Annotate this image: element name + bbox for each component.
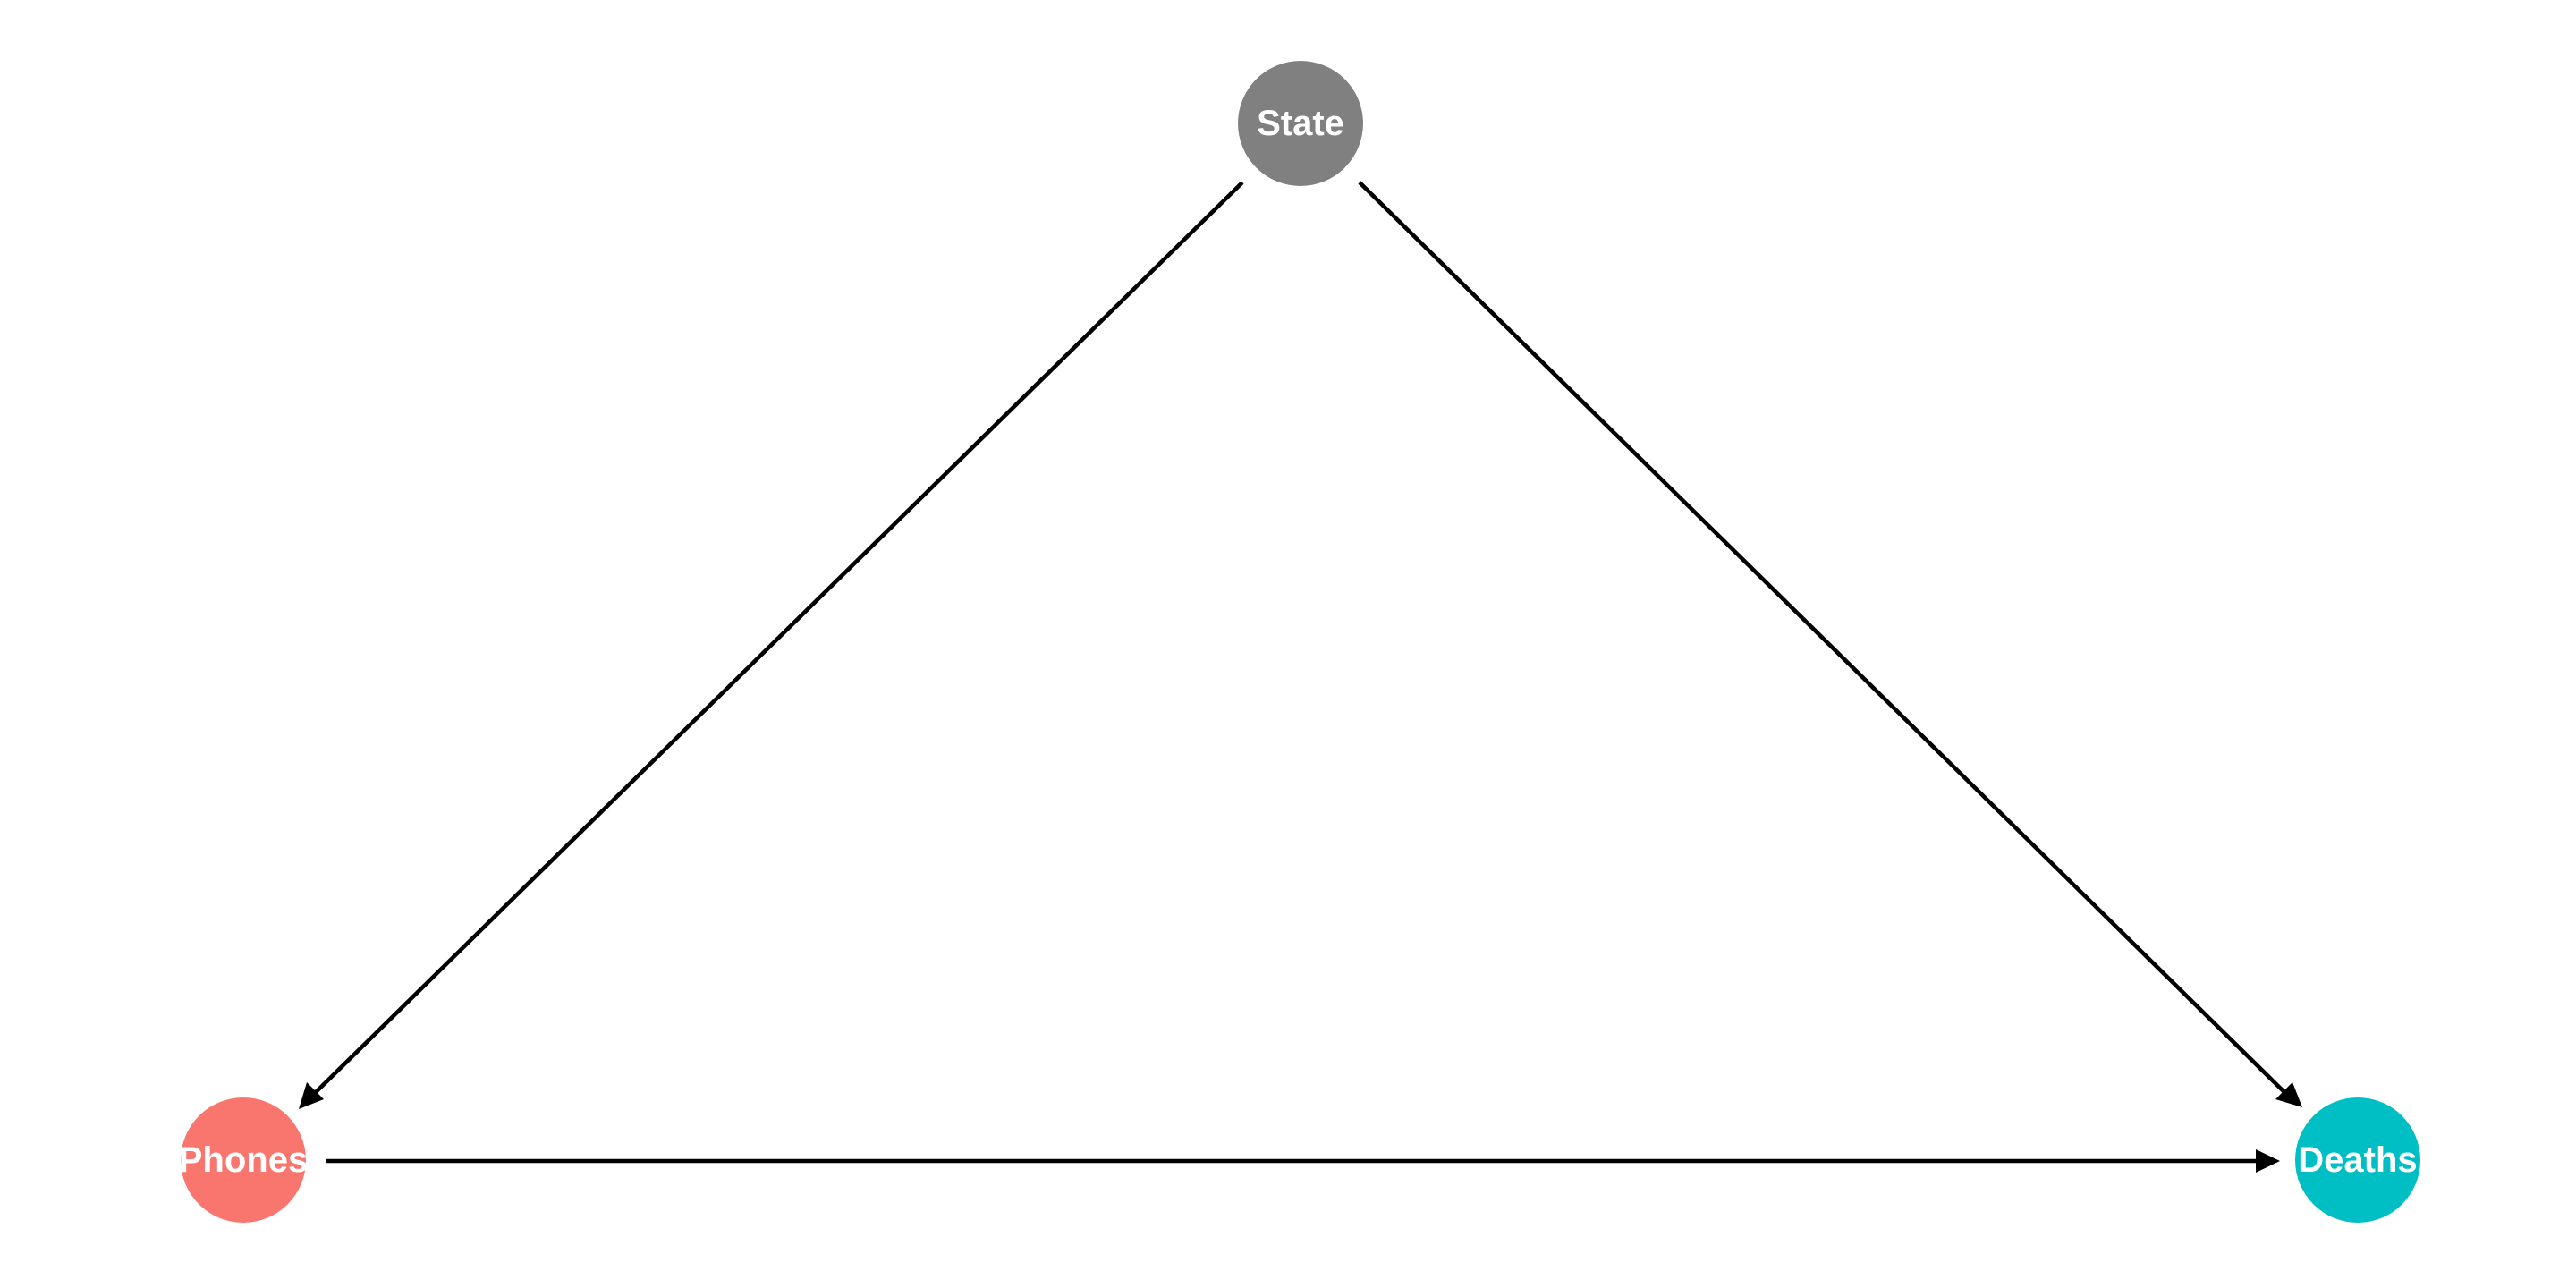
arrowhead-phones-to-deaths bbox=[2256, 1149, 2280, 1173]
node-state-label: State bbox=[1257, 104, 1344, 143]
node-state: State bbox=[1238, 61, 1363, 186]
arrowhead-state-to-phones bbox=[299, 1082, 324, 1109]
node-phones-label: Phones bbox=[179, 1140, 308, 1180]
edges bbox=[299, 181, 2302, 1173]
node-state-circle bbox=[1238, 61, 1363, 186]
node-deaths-circle bbox=[2295, 1097, 2420, 1223]
edge-state-to-deaths bbox=[1358, 181, 2290, 1097]
arrowhead-state-to-deaths bbox=[2275, 1082, 2302, 1107]
edge-state-to-phones bbox=[309, 181, 1244, 1099]
node-deaths-label: Deaths bbox=[2298, 1140, 2417, 1180]
node-phones-circle bbox=[181, 1097, 306, 1223]
node-deaths: Deaths bbox=[2295, 1097, 2420, 1223]
node-phones: Phones bbox=[179, 1097, 308, 1223]
